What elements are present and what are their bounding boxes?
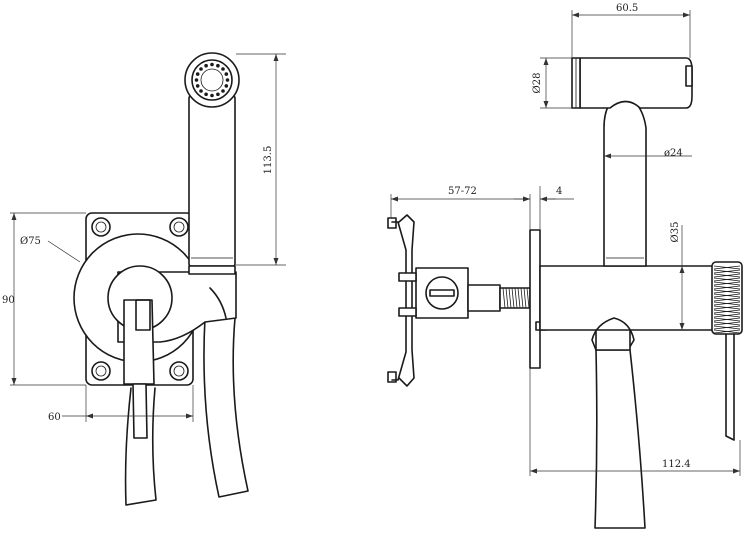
- dim-projection: 112.4: [662, 459, 691, 470]
- thread-line: [508, 287, 512, 309]
- knurl-line: [713, 281, 741, 286]
- lever-collar: [135, 299, 151, 331]
- knurl-line: [713, 301, 741, 306]
- nozzle-hole: [199, 67, 203, 71]
- spray-head-side: [579, 57, 693, 109]
- wall-plate: [529, 229, 541, 369]
- thread-line: [514, 287, 518, 309]
- knurl-line: [713, 289, 741, 294]
- nozzle-hole: [224, 84, 229, 88]
- nozzle-hole: [210, 62, 214, 67]
- thread-line: [523, 287, 527, 309]
- dim-overall-height: 90: [2, 295, 15, 306]
- screw-hole-bottom-left: [91, 361, 111, 381]
- screw-hole-bottom-right: [169, 361, 189, 381]
- dim-wall-range: 57-72: [448, 186, 477, 197]
- dim-head-diameter: Ø28: [532, 73, 543, 94]
- hose-left: [124, 387, 157, 506]
- thread-line: [526, 287, 530, 309]
- nozzle-hole: [195, 84, 200, 88]
- nozzle-hole: [194, 78, 199, 82]
- dim-plate-thickness: 4: [556, 186, 562, 197]
- side-nub-bottom: [398, 307, 417, 317]
- lever-tip: [132, 383, 148, 439]
- knurl-line: [713, 293, 741, 298]
- knurl-line: [713, 313, 741, 318]
- dim-handle-offset: 60: [48, 412, 61, 423]
- knurl-line: [713, 317, 741, 322]
- outlet-curve: [209, 287, 227, 319]
- dim-body-diameter: Ø35: [670, 222, 681, 243]
- knurl-line: [713, 329, 741, 334]
- knurl-line: [713, 277, 741, 282]
- mounting-bracket: [391, 221, 407, 381]
- nozzle-hole: [204, 63, 208, 68]
- connection-shaft: [467, 284, 501, 312]
- thread-line: [505, 287, 509, 309]
- nozzle-hole: [210, 93, 214, 98]
- thread-line: [502, 287, 506, 309]
- knurl-line: [713, 269, 741, 274]
- nozzle-hole: [204, 92, 208, 97]
- side-view: 60.5 Ø28 ø24 57-72 4 Ø35 112.4: [387, 3, 743, 529]
- spray-head-front: [184, 52, 240, 108]
- nozzle-hole: [216, 92, 220, 97]
- knurl-line: [713, 309, 741, 314]
- nozzle-hole: [221, 89, 225, 93]
- knurl-line: [713, 285, 741, 290]
- sprayer-body-front: [188, 95, 236, 267]
- sprayer-holder: [188, 265, 236, 275]
- knurl-line: [713, 273, 741, 278]
- thread-line: [511, 287, 515, 309]
- nozzle-hole: [225, 78, 230, 82]
- screw-hole-top-left: [91, 217, 111, 237]
- hose-right: [203, 317, 249, 498]
- side-nub-top: [398, 272, 417, 282]
- dim-flange-diameter: Ø75: [20, 236, 41, 247]
- lever-rod: [725, 333, 735, 441]
- nozzle-hole: [216, 63, 220, 68]
- dim-head-length: 60.5: [616, 3, 638, 14]
- nozzle-hole: [195, 72, 200, 76]
- front-view: 113.5 Ø75 90 60: [2, 52, 286, 506]
- dim-spray-height: 113.5: [263, 146, 274, 175]
- nozzle-hole: [224, 72, 229, 76]
- sprayer-body-side: [603, 94, 647, 267]
- knurl-line: [713, 305, 741, 310]
- thread-line: [517, 287, 521, 309]
- knurl-line: [713, 265, 741, 270]
- thread-line: [520, 287, 524, 309]
- hose-side: [594, 349, 646, 529]
- nozzle-hole: [221, 67, 225, 71]
- knurl-line: [713, 321, 741, 326]
- nozzle-hole: [199, 89, 203, 93]
- dim-handle-diameter: ø24: [664, 148, 683, 159]
- valve-body-side: [539, 265, 717, 331]
- knurl-line: [713, 325, 741, 330]
- screw-hole-top-right: [169, 217, 189, 237]
- knurl-line: [713, 297, 741, 302]
